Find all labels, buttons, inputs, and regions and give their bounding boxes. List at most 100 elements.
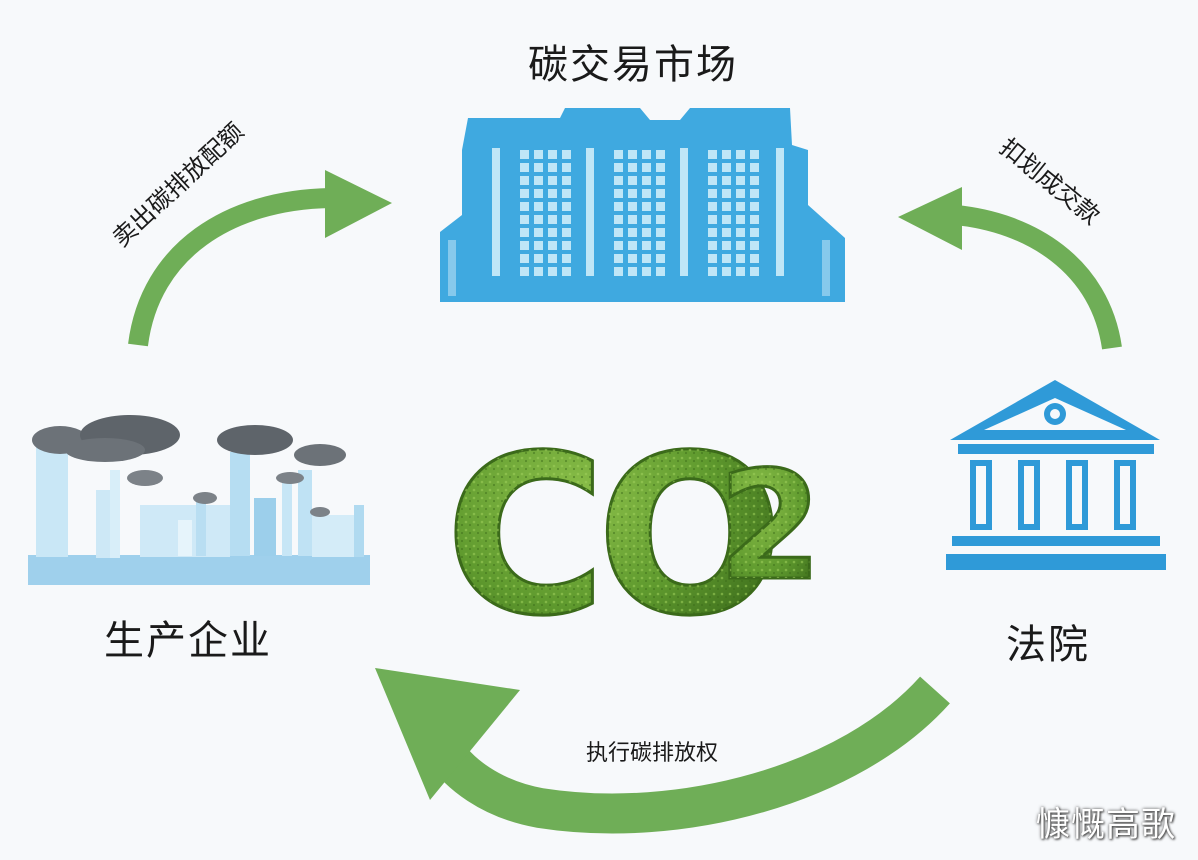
market-window	[736, 241, 745, 250]
market-window	[708, 202, 717, 211]
market-window	[628, 228, 637, 237]
market-window	[614, 163, 623, 172]
market-window	[562, 254, 571, 263]
market-window	[722, 150, 731, 159]
market-window	[520, 254, 529, 263]
market-window	[548, 202, 557, 211]
market-window	[614, 189, 623, 198]
market-window	[562, 163, 571, 172]
market-window	[656, 163, 665, 172]
market-window	[548, 150, 557, 159]
market-window	[708, 150, 717, 159]
market-window	[548, 163, 557, 172]
market-window	[750, 189, 759, 198]
market-window	[750, 267, 759, 276]
market-window	[656, 254, 665, 263]
market-window	[628, 241, 637, 250]
market-window	[642, 228, 651, 237]
market-window	[520, 202, 529, 211]
market-window	[562, 176, 571, 185]
market-window	[656, 267, 665, 276]
market-window	[750, 241, 759, 250]
market-window	[656, 215, 665, 224]
market-building-icon	[440, 108, 845, 302]
market-window	[722, 163, 731, 172]
edge-label-deduct-payment: 扣划成交款	[994, 133, 1105, 230]
market-window	[736, 189, 745, 198]
market-window	[520, 189, 529, 198]
market-window	[722, 267, 731, 276]
market-window	[656, 202, 665, 211]
market-window	[750, 215, 759, 224]
market-window	[722, 228, 731, 237]
market-window	[750, 163, 759, 172]
market-window	[534, 254, 543, 263]
market-window	[708, 267, 717, 276]
market-window	[614, 267, 623, 276]
market-window	[520, 163, 529, 172]
market-window	[614, 150, 623, 159]
market-window	[750, 176, 759, 185]
market-window	[614, 254, 623, 263]
market-window	[628, 202, 637, 211]
co2-formula-sub: 2	[718, 440, 822, 614]
market-window	[562, 202, 571, 211]
market-window	[708, 176, 717, 185]
market-window	[656, 176, 665, 185]
arrow-sell-quota	[128, 170, 392, 347]
market-window	[614, 202, 623, 211]
market-window	[722, 254, 731, 263]
arrow-execute-rights	[375, 668, 950, 834]
court-icon	[946, 380, 1166, 570]
node-label-court: 法院	[1006, 622, 1090, 668]
market-window	[562, 267, 571, 276]
market-window	[548, 176, 557, 185]
market-window	[614, 215, 623, 224]
market-window	[534, 215, 543, 224]
market-window	[750, 150, 759, 159]
market-window	[548, 267, 557, 276]
market-window	[642, 267, 651, 276]
market-window	[642, 189, 651, 198]
market-window	[548, 254, 557, 263]
market-window	[628, 150, 637, 159]
market-window	[722, 202, 731, 211]
node-label-market: 碳交易市场	[528, 42, 738, 88]
market-window	[534, 267, 543, 276]
market-window	[548, 215, 557, 224]
market-window	[628, 254, 637, 263]
arrow-deduct-payment	[898, 187, 1122, 350]
market-window	[548, 228, 557, 237]
market-window	[642, 241, 651, 250]
watermark-text: 慷慨高歌	[1036, 805, 1176, 845]
market-window	[628, 215, 637, 224]
market-window	[750, 202, 759, 211]
market-window	[534, 189, 543, 198]
market-window	[520, 176, 529, 185]
market-window	[628, 189, 637, 198]
market-window	[656, 241, 665, 250]
market-window	[628, 267, 637, 276]
market-window	[708, 189, 717, 198]
market-window	[736, 215, 745, 224]
market-window	[562, 215, 571, 224]
market-window	[736, 228, 745, 237]
market-window	[736, 163, 745, 172]
market-window	[534, 163, 543, 172]
market-window	[614, 228, 623, 237]
market-window	[614, 176, 623, 185]
market-window	[736, 202, 745, 211]
market-window	[656, 189, 665, 198]
edge-label-sell-quota: 卖出碳排放配额	[107, 117, 249, 252]
market-window	[548, 241, 557, 250]
market-window	[736, 267, 745, 276]
co2-texture: CO	[445, 408, 773, 664]
market-window	[628, 163, 637, 172]
market-window	[736, 150, 745, 159]
market-window	[520, 267, 529, 276]
market-window	[642, 150, 651, 159]
market-window	[642, 202, 651, 211]
market-window	[534, 202, 543, 211]
market-window	[642, 254, 651, 263]
market-window	[534, 228, 543, 237]
